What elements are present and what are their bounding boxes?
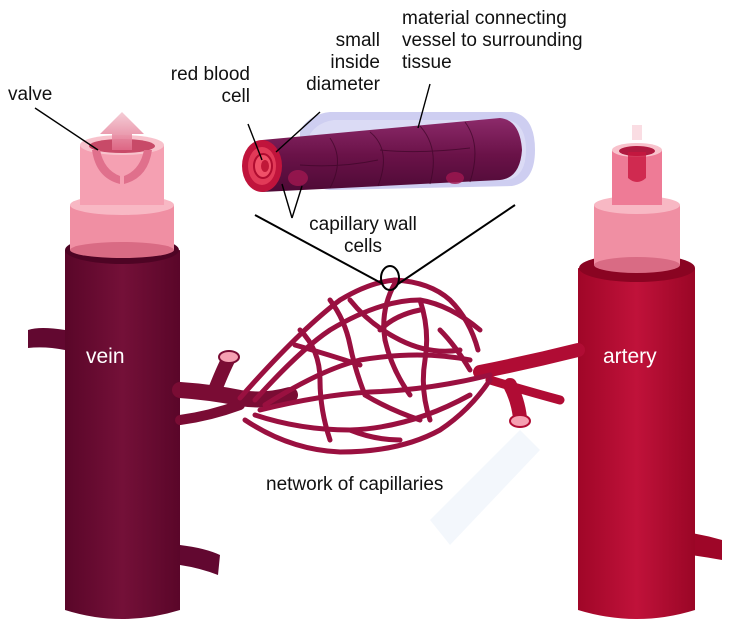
label-red-blood-cell: red blood cell	[150, 64, 250, 108]
label-artery: artery	[603, 346, 657, 368]
label-small-inside-diameter: small inside diameter	[270, 30, 380, 96]
vein-branch-opening	[219, 351, 239, 363]
artery-vessel	[578, 125, 722, 619]
artery-branch-opening	[510, 415, 530, 427]
watermark-shape	[430, 430, 540, 545]
artery-flow-arrow-icon	[632, 125, 642, 140]
label-material-connecting: material connecting vessel to surroundin…	[402, 8, 583, 74]
enlarged-capillary	[242, 112, 535, 192]
label-vein: vein	[86, 346, 125, 368]
label-valve: valve	[8, 84, 52, 106]
label-network-of-capillaries: network of capillaries	[266, 474, 443, 496]
label-capillary-wall-cells: capillary wall cells	[288, 214, 438, 258]
